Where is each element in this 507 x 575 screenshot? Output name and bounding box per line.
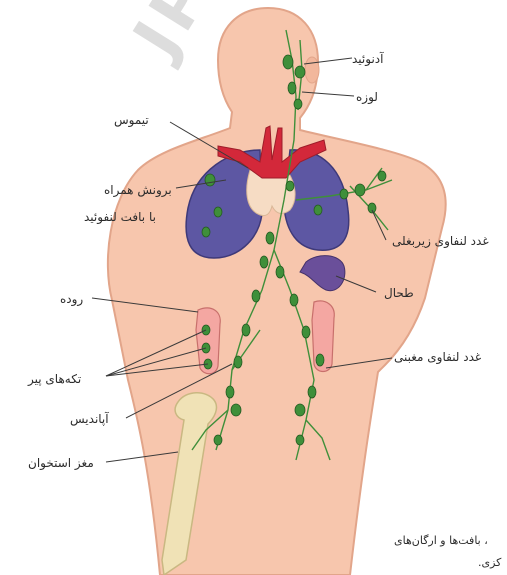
label-peyer-patches: تکه‌های پیر: [28, 372, 81, 386]
label-adenoid: آدنوئید: [352, 52, 383, 66]
label-intestine: روده: [60, 292, 83, 306]
label-bone-marrow: مغز استخوان: [28, 456, 94, 470]
ear: [305, 57, 319, 83]
label-bronchus-line1: برونش همراه: [104, 183, 172, 197]
label-axillary-node: غدد لنفاوی زیربغلی: [392, 234, 489, 248]
caption-line2: کزی.: [478, 556, 501, 570]
caption-line1: ، بافت‌ها و ارگان‌های: [394, 534, 488, 548]
label-appendix: آپاندیس: [70, 412, 109, 426]
label-tonsil: لوزه: [356, 90, 378, 104]
label-thymus: تیموس: [114, 113, 149, 127]
label-bronchus-line2: با بافت لنفوئید: [84, 210, 156, 224]
label-inguinal-node: غدد لنفاوی مغبنی: [394, 350, 481, 364]
label-spleen: طحال: [384, 286, 414, 300]
